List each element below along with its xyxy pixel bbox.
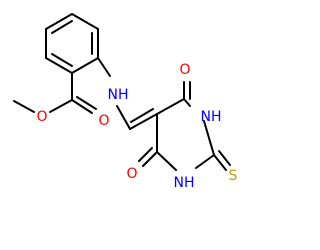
ester-group xyxy=(13,72,97,114)
bond xyxy=(129,113,158,130)
atom-labels: NH O NH S NH O O O xyxy=(36,62,237,191)
bond xyxy=(218,150,231,166)
bond xyxy=(195,154,215,169)
bond xyxy=(45,13,73,30)
bond xyxy=(51,20,73,34)
bond xyxy=(76,96,97,110)
bond xyxy=(49,99,73,113)
ester-carbonyl-oxygen-label: O xyxy=(98,113,109,129)
carbonyl-oxygen-label: O xyxy=(126,166,137,182)
bond xyxy=(116,105,131,130)
thione-sulfur-label: S xyxy=(229,168,238,184)
bond xyxy=(203,120,215,156)
bond xyxy=(71,57,99,74)
bond xyxy=(130,108,154,123)
bond xyxy=(142,151,158,167)
bond xyxy=(183,98,191,107)
amine-nh-label: NH xyxy=(108,87,129,103)
bond xyxy=(51,53,73,67)
bond xyxy=(138,147,153,162)
bond xyxy=(213,154,227,171)
pyrimidine-ring xyxy=(138,81,231,171)
bond xyxy=(71,99,93,114)
amino-methylidene-linker xyxy=(97,57,158,130)
carbonyl-oxygen-label: O xyxy=(179,62,190,78)
bond xyxy=(156,151,177,171)
benzene-ring xyxy=(45,13,99,74)
bond xyxy=(71,13,99,30)
ring-nh-label: NH xyxy=(201,109,222,125)
bond xyxy=(97,57,111,77)
ester-oxygen-label: O xyxy=(36,109,47,125)
ring-nh-label: NH xyxy=(174,175,195,191)
bond xyxy=(45,57,73,74)
molecule-structure: NH O NH S NH O O O xyxy=(13,13,238,191)
bond xyxy=(13,100,35,113)
bond xyxy=(156,98,185,115)
